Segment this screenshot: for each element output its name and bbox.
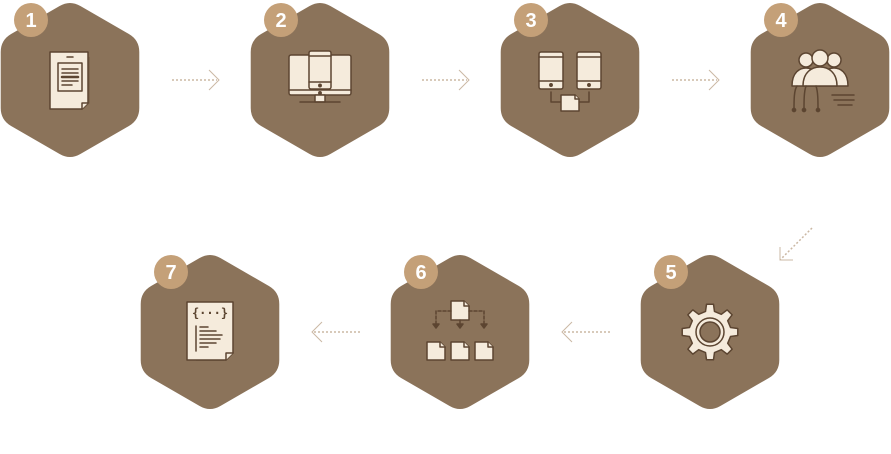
arrow-4-to-5 [779, 227, 813, 261]
code-document-icon: {···} [186, 301, 234, 361]
team-icon [791, 49, 855, 113]
hierarchy-icon [426, 300, 494, 361]
step-number-1: 1 [25, 10, 36, 32]
step-number-7: 7 [165, 262, 176, 284]
step-badge-7: 7 [154, 255, 188, 289]
step-badge-5: 5 [654, 255, 688, 289]
devices-icon [288, 50, 352, 103]
arrow-2-to-3 [422, 69, 470, 91]
arrow-5-to-6 [561, 321, 610, 343]
arrow-1-to-2 [172, 69, 220, 91]
step-number-3: 3 [525, 10, 536, 32]
step-badge-3: 3 [514, 3, 548, 37]
step-number-2: 2 [275, 10, 286, 32]
step-badge-1: 1 [14, 3, 48, 37]
step-number-5: 5 [665, 262, 676, 284]
arrow-6-to-7 [311, 321, 360, 343]
step-badge-2: 2 [264, 3, 298, 37]
gear-icon [681, 303, 739, 361]
mobile-sync-icon [538, 51, 602, 112]
step-hexagon-6 [390, 255, 530, 409]
svg-text:{···}: {···} [192, 306, 228, 320]
step-number-4: 4 [775, 10, 787, 32]
document-icon [49, 51, 90, 110]
step-number-6: 6 [415, 262, 426, 284]
step-hexagon-3 [500, 3, 640, 157]
step-badge-6: 6 [404, 255, 438, 289]
step-badge-4: 4 [764, 3, 798, 37]
arrow-3-to-4 [672, 69, 720, 91]
